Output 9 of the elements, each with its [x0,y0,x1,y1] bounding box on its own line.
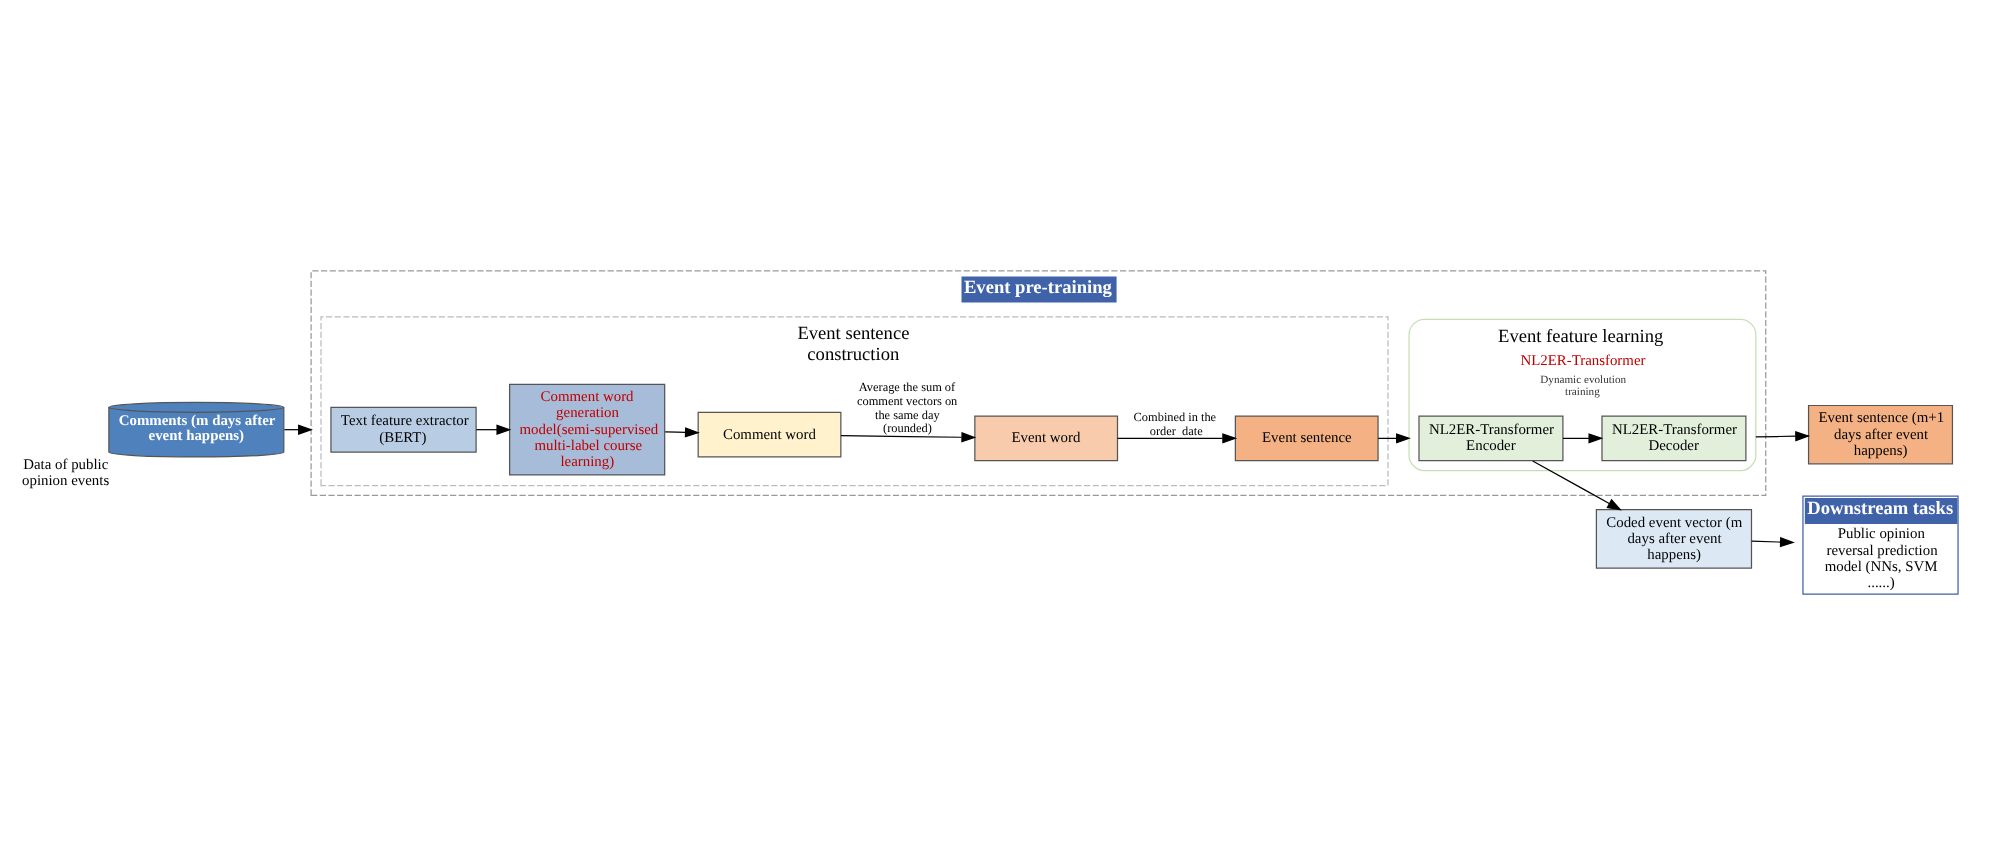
arrow [1755,430,1811,442]
arrow [1377,433,1411,444]
arrow [840,432,977,443]
arrow [1116,433,1238,444]
arrow [1532,460,1622,511]
arrow [475,424,512,435]
arrow [664,427,700,438]
arrow [1751,536,1795,548]
arrow [1562,433,1604,444]
